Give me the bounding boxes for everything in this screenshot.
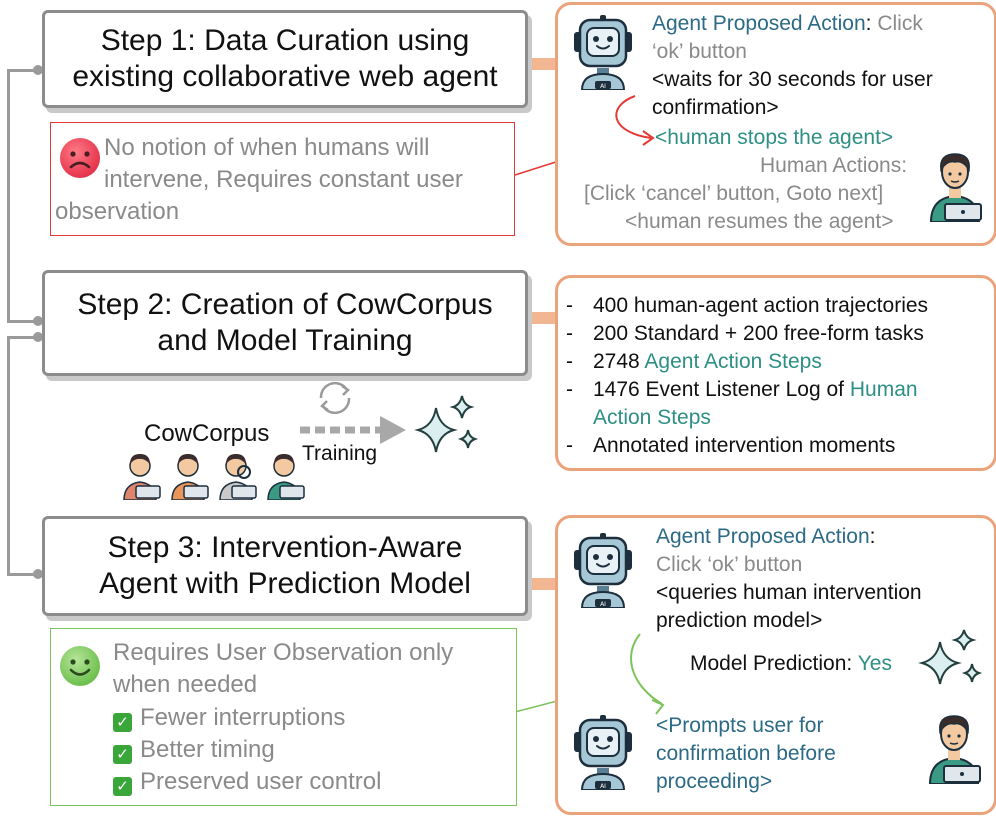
panel1-human-stops: <human stops the agent> [655, 126, 894, 149]
solution-check-item: ✓ Better timing [113, 734, 275, 766]
robot-icon: AI [574, 715, 632, 790]
human-laptop-icon [928, 715, 981, 784]
cowcorpus-label: CowCorpus [144, 420, 270, 447]
panel2-item: -2748 Agent Action Steps [566, 350, 822, 373]
step3-panel-connector [525, 578, 555, 590]
solution-check-item: ✓ Preserved user control [113, 766, 381, 798]
training-label: Training [302, 442, 378, 465]
step1-title-line2: existing collaborative web agent [72, 60, 498, 93]
connector-dot [33, 569, 43, 579]
solution-check-text: Preserved user control [140, 768, 382, 795]
solution-header-a: Requires User Observation only [113, 639, 454, 666]
panel2-item-text: Annotated intervention moments [593, 434, 896, 457]
left-connector-b-top [7, 336, 39, 339]
problem-line1: No notion of when humans will [104, 134, 430, 161]
problem-line2: intervene, Requires constant user [104, 166, 463, 193]
step2-title-line1: Step 2: Creation of CowCorpus [77, 288, 493, 321]
connector-dot [33, 65, 43, 75]
panel3-prompt-b: confirmation before [656, 742, 836, 765]
panel1-wait-a: <waits for 30 seconds for user [652, 68, 933, 91]
check-icon: ✓ [113, 745, 132, 764]
training-arrow [300, 416, 406, 444]
panel2-corpus-stats [555, 275, 996, 471]
connector-dot [33, 332, 43, 342]
panel2-item: -400 human-agent action trajectories [566, 294, 929, 317]
panel3-query-a: <queries human intervention [656, 581, 922, 604]
panel2-item-text: 1476 Event Listener Log of [593, 378, 850, 401]
panel2-item-text: 2748 [593, 350, 645, 373]
step2-title-line2: and Model Training [157, 324, 413, 357]
panel2-item-continuation: Action Steps [566, 404, 986, 432]
panel1-action-a: Click [877, 12, 923, 35]
panel1-agent-line: Agent Proposed Action: Click [652, 10, 923, 38]
solution-check-text: Better timing [140, 736, 275, 763]
panel1-human-resumes: <human resumes the agent> [625, 210, 894, 233]
panel1-colon: : [865, 12, 872, 35]
robot-icon: AI [574, 15, 632, 90]
refresh-cycle-icon [319, 381, 351, 415]
panel2-list: -400 human-agent action trajectories -20… [566, 292, 986, 460]
panel2-item: -1476 Event Listener Log of Human [566, 378, 918, 401]
step3-title-line2: Agent with Prediction Model [99, 567, 471, 600]
step2-panel-connector [525, 312, 555, 324]
left-connector-b [7, 336, 10, 576]
panel2-item: -Annotated intervention moments [566, 434, 896, 457]
sparkle-icon [414, 395, 479, 453]
svg-text:AI: AI [600, 783, 606, 790]
panel1-action-b: ‘ok’ button [652, 40, 747, 63]
step1-panel-connector [525, 58, 555, 70]
panel2-item-accent: Agent Action Steps [644, 350, 822, 373]
panel2-item-text: 200 Standard + 200 free-form tasks [593, 322, 924, 345]
corpus-annotators-icon [123, 454, 305, 500]
solution-check-item: ✓ Fewer interruptions [113, 702, 345, 734]
panel1-wait-b: confirmation> [652, 96, 779, 119]
panel3-query-b: prediction model> [656, 609, 823, 632]
step3-title-line1: Step 3: Intervention-Aware [107, 531, 463, 564]
panel3-agent-line: Agent Proposed Action: [656, 523, 876, 551]
panel2-item-text: 400 human-agent action trajectories [593, 294, 929, 317]
panel3-curve-arrow [630, 633, 665, 715]
panel3-prediction-value: Yes [857, 652, 892, 675]
panel3-prompt-a: <Prompts user for [656, 714, 824, 737]
robot-icon: AI [574, 533, 632, 608]
check-icon: ✓ [113, 713, 132, 732]
left-connector-a [7, 69, 10, 322]
panel2-item: -200 Standard + 200 free-form tasks [566, 322, 924, 345]
panel1-agent-label: Agent Proposed Action [652, 12, 866, 35]
step1-title-line1: Step 1: Data Curation using [100, 24, 470, 57]
solution-check-text: Fewer interruptions [140, 704, 346, 731]
connector-dot [33, 316, 43, 326]
smile-face-icon [60, 646, 100, 686]
sparkle-icon [918, 629, 983, 685]
solution-header-b: when needed [113, 671, 258, 698]
panel3-prediction-line: Model Prediction: Yes [690, 650, 892, 678]
svg-text:AI: AI [600, 83, 606, 90]
panel2-item-accent: Action Steps [593, 406, 711, 429]
panel1-human-actions: Human Actions: [760, 154, 908, 177]
human-laptop-icon [929, 153, 982, 222]
panel3-prompt-c: proceeding> [656, 770, 773, 793]
panel3-action: Click ‘ok’ button [656, 553, 803, 576]
panel2-item-accent: Human [849, 378, 918, 401]
panel3-colon: : [869, 525, 876, 548]
left-connector-a-top [7, 69, 39, 72]
problem-box: No notion of when humans will intervene,… [50, 122, 515, 236]
left-connector-a-bottom [7, 320, 39, 323]
check-icon: ✓ [113, 777, 132, 796]
panel1-human-actions-list: [Click ‘cancel’ button, Goto next] [584, 182, 884, 205]
solution-box: Requires User Observation only when need… [50, 628, 517, 806]
problem-line3: observation [55, 198, 180, 225]
sad-face-icon [60, 138, 100, 178]
panel3-prediction-label: Model Prediction: [690, 652, 858, 675]
panel1-curve-arrow [615, 95, 655, 146]
svg-text:AI: AI [600, 601, 606, 608]
panel3-agent-label: Agent Proposed Action [656, 525, 870, 548]
left-connector-b-bottom [7, 573, 39, 576]
